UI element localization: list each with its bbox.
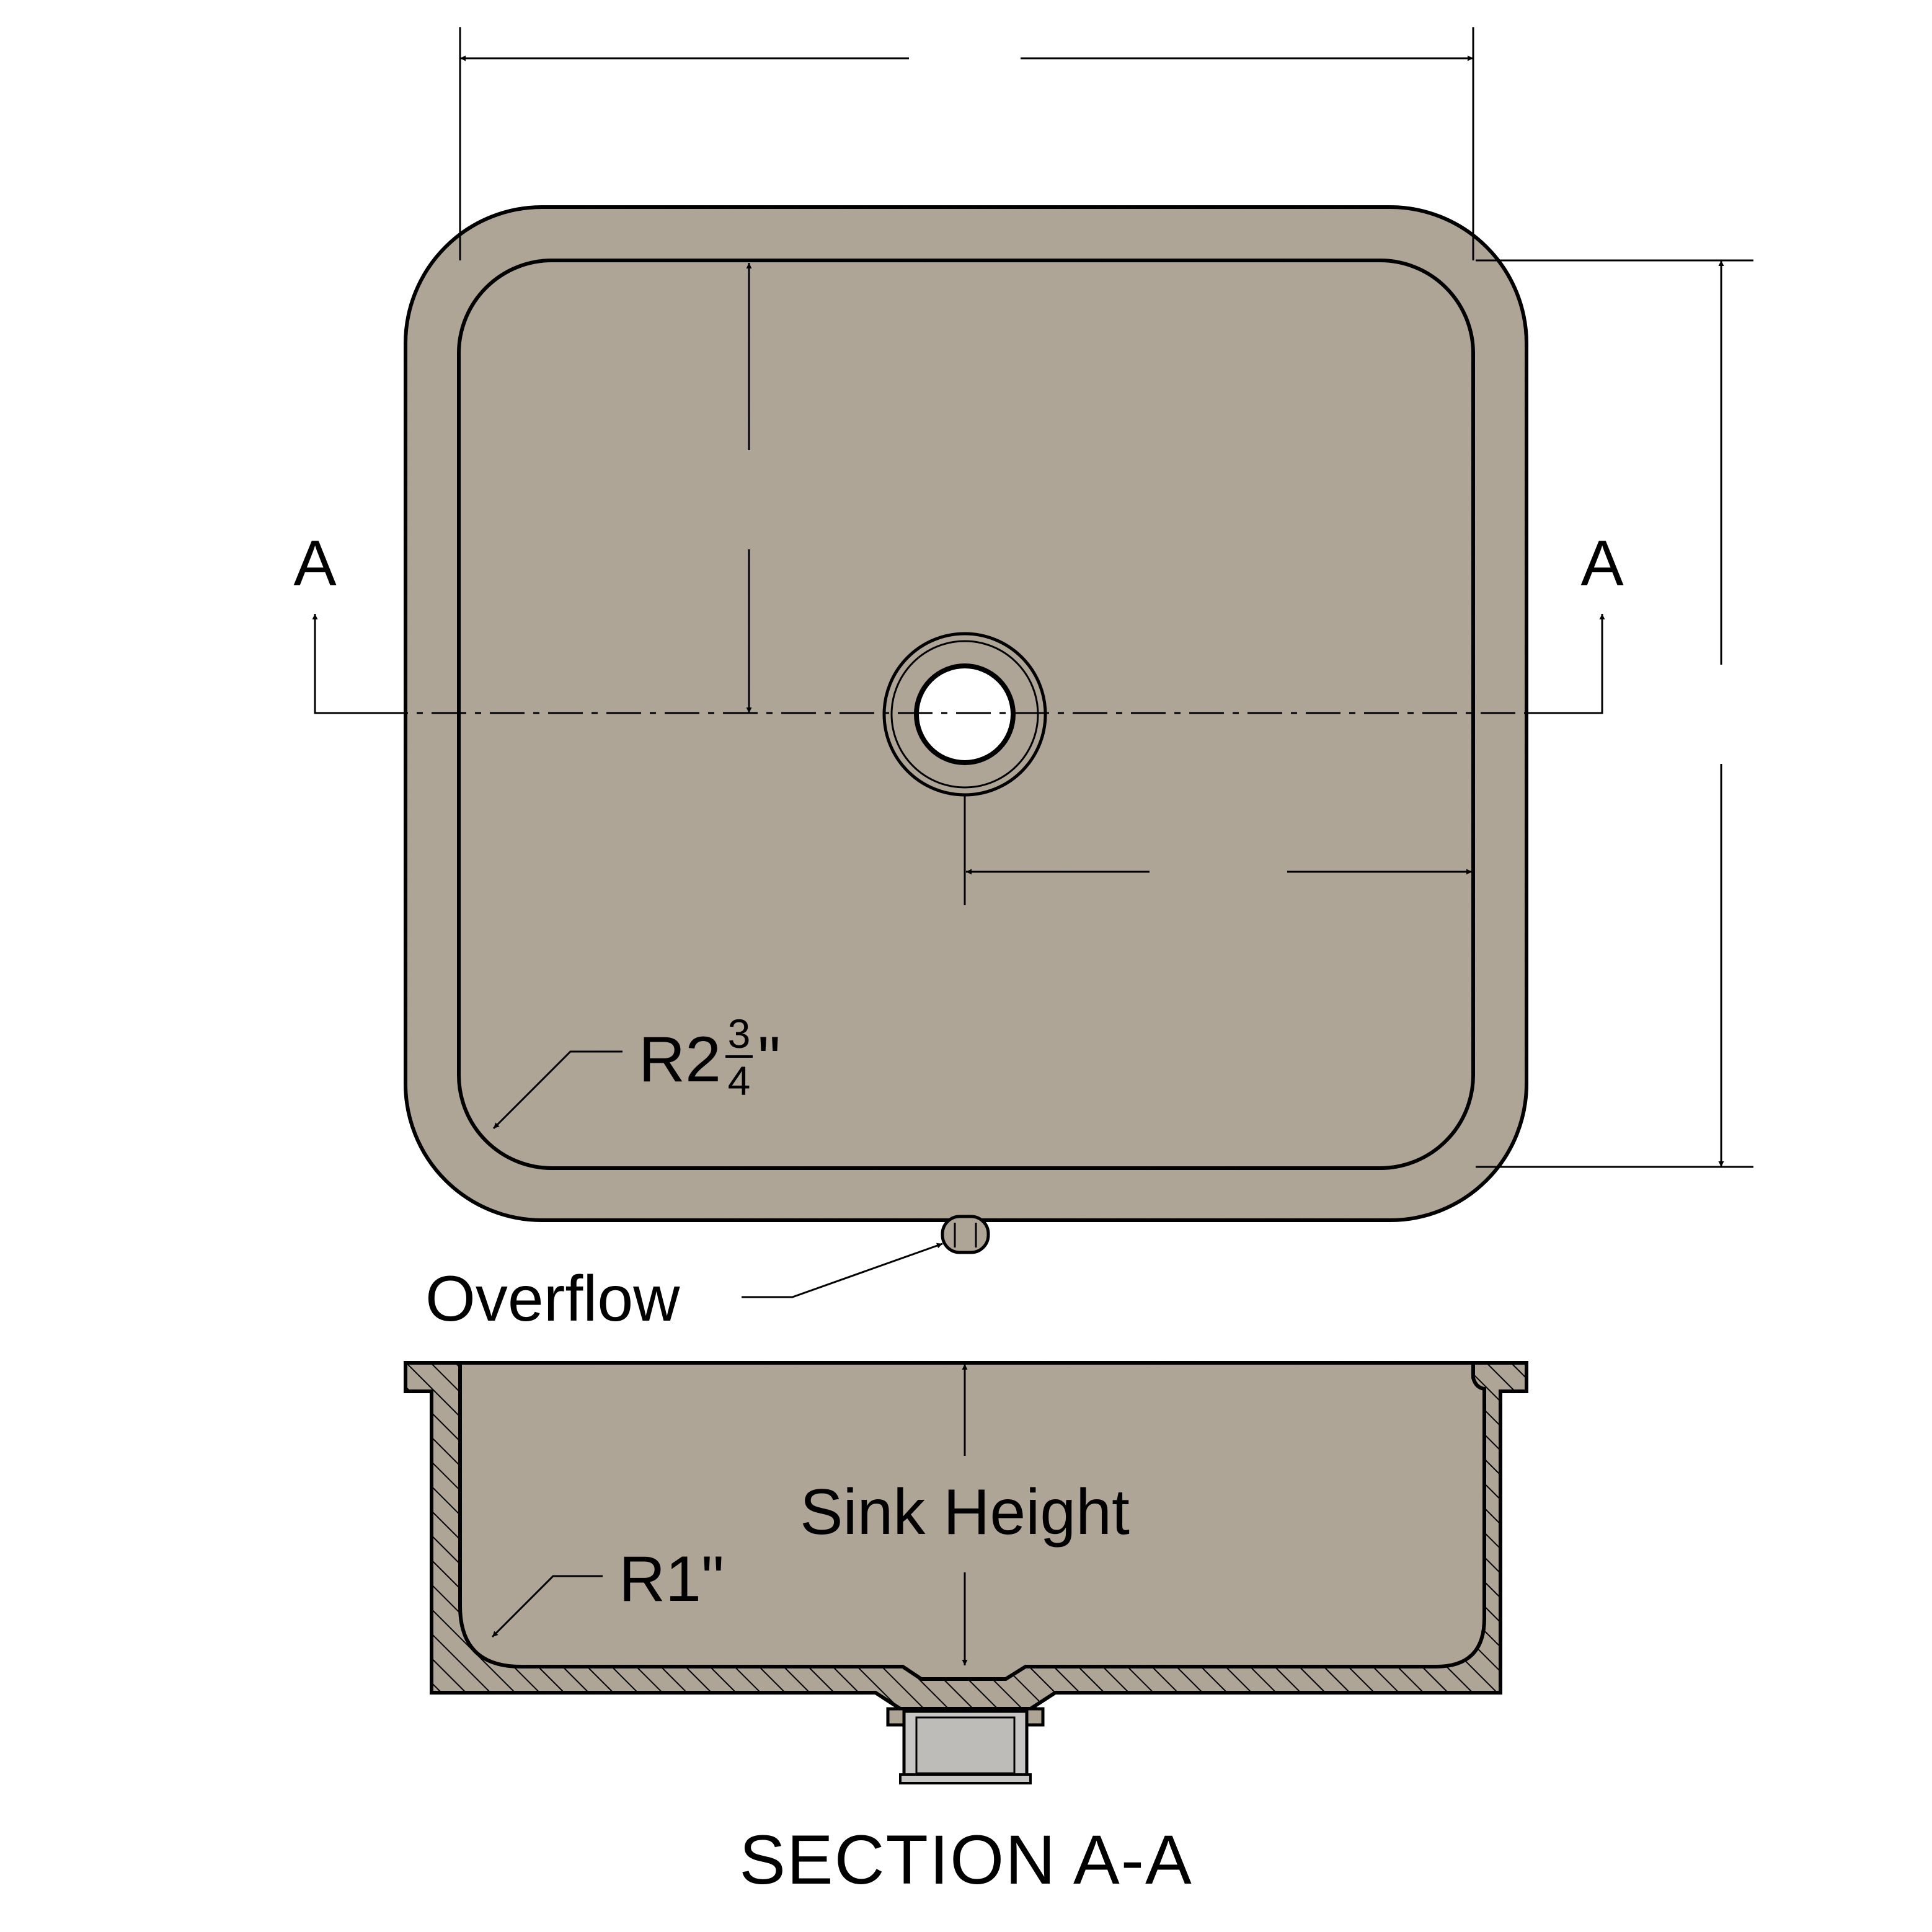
- drain-flange-inner: [890, 640, 1039, 789]
- corner-radius-unit: ": [758, 1024, 781, 1096]
- section-label-left: A: [293, 528, 337, 600]
- overflow-label: Overflow: [425, 1263, 680, 1335]
- overflow-leader: [742, 1243, 943, 1298]
- drain-hole: [914, 663, 1016, 765]
- bottom-radius-label: R1": [619, 1543, 724, 1615]
- drain-tailpiece-cap: [899, 1773, 1032, 1784]
- section-arrow-right: [1524, 614, 1605, 714]
- bottom-radius-leader: [491, 1575, 603, 1638]
- overflow-port: [941, 1215, 990, 1254]
- sink-height-label: Sink Height: [800, 1476, 1130, 1548]
- drain-tailpiece-inner: [915, 1716, 1016, 1775]
- section-label-right: A: [1580, 528, 1624, 600]
- section-arrow-left: [312, 614, 408, 714]
- section-texture: [460, 1363, 1484, 1667]
- plan-view: A A R2 3 4 " Overflow: [293, 27, 1753, 1335]
- section-view: Sink Height R1" SECTION A-A: [404, 1361, 1528, 1899]
- corner-radius-label: R2: [639, 1024, 721, 1096]
- corner-radius-denominator: 4: [728, 1058, 751, 1104]
- corner-radius-leader: [492, 1050, 623, 1130]
- corner-radius-numerator: 3: [728, 1011, 751, 1057]
- section-title: SECTION A-A: [739, 1821, 1192, 1899]
